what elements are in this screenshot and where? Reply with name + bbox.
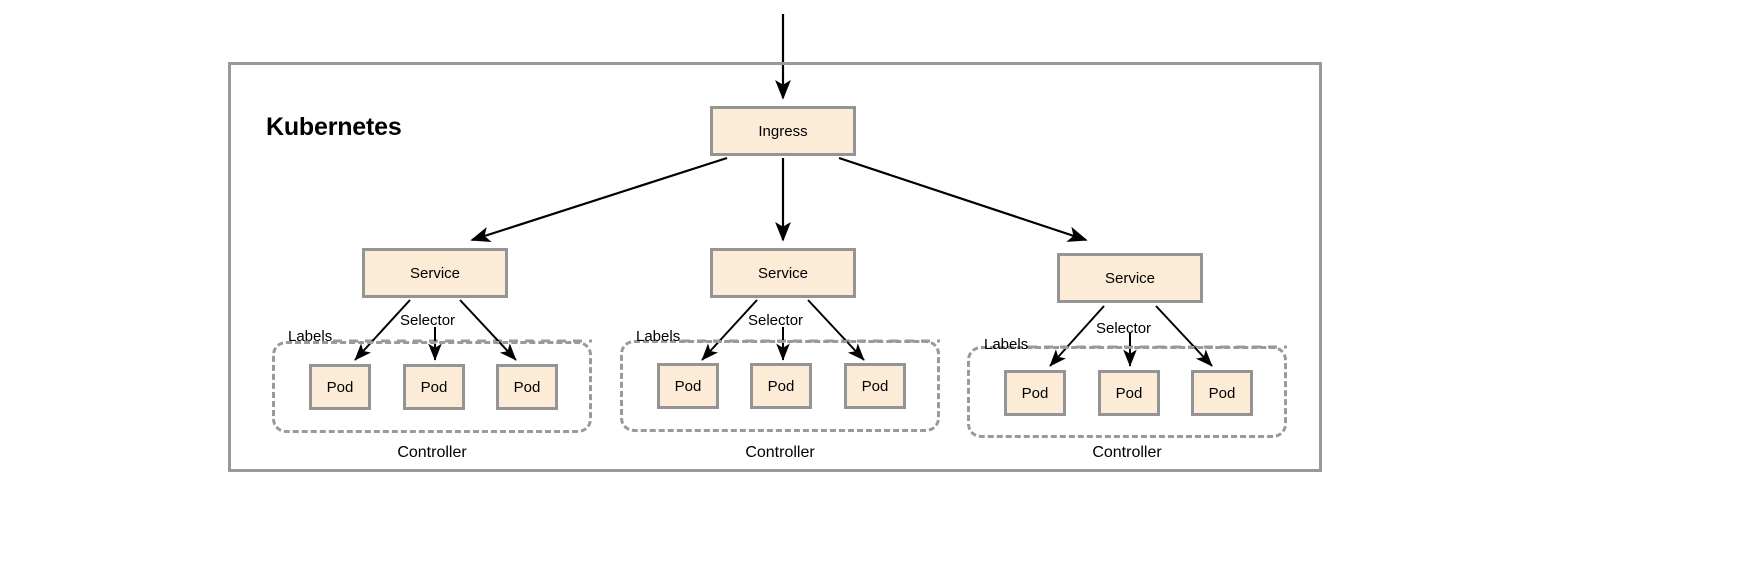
pod-label-2-2: Pod (767, 377, 795, 395)
pod-label-3-2: Pod (1115, 384, 1143, 402)
pod-node-1-3[interactable]: Pod (496, 364, 558, 410)
labels-label-2: Labels (636, 328, 681, 345)
pod-node-1-1[interactable]: Pod (309, 364, 371, 410)
pod-label-3-1: Pod (1021, 384, 1049, 402)
pod-label-1-1: Pod (326, 378, 354, 396)
pod-node-3-1[interactable]: Pod (1004, 370, 1066, 416)
selector-label-1: Selector (400, 312, 456, 329)
pod-node-3-2[interactable]: Pod (1098, 370, 1160, 416)
service-label-1: Service (409, 264, 461, 282)
kubernetes-boundary (228, 62, 1322, 472)
labels-label-3: Labels (984, 336, 1029, 353)
pod-node-2-2[interactable]: Pod (750, 363, 812, 409)
pod-node-1-2[interactable]: Pod (403, 364, 465, 410)
controller-boundary-1 (272, 341, 592, 433)
selector-label-3: Selector (1096, 320, 1152, 337)
service-label-2: Service (757, 264, 809, 282)
service-node-1[interactable]: Service (362, 248, 508, 298)
ingress-label: Ingress (758, 122, 808, 140)
controller-label-3: Controller (1092, 444, 1162, 461)
service-label-3: Service (1104, 269, 1156, 287)
pod-label-3-3: Pod (1208, 384, 1236, 402)
selector-label-2: Selector (748, 312, 804, 329)
pod-node-3-3[interactable]: Pod (1191, 370, 1253, 416)
pod-node-2-1[interactable]: Pod (657, 363, 719, 409)
pod-label-2-1: Pod (674, 377, 702, 395)
service-node-2[interactable]: Service (710, 248, 856, 298)
controller-boundary-2 (620, 340, 940, 432)
ingress-node[interactable]: Ingress (710, 106, 856, 156)
pod-label-2-3: Pod (861, 377, 889, 395)
service-node-3[interactable]: Service (1057, 253, 1203, 303)
pod-label-1-2: Pod (420, 378, 448, 396)
kubernetes-title: Kubernetes (266, 113, 402, 141)
pod-label-1-3: Pod (513, 378, 541, 396)
controller-boundary-3 (967, 346, 1287, 438)
labels-label-1: Labels (288, 328, 333, 345)
pod-node-2-3[interactable]: Pod (844, 363, 906, 409)
controller-label-2: Controller (745, 444, 815, 461)
controller-label-1: Controller (397, 444, 467, 461)
